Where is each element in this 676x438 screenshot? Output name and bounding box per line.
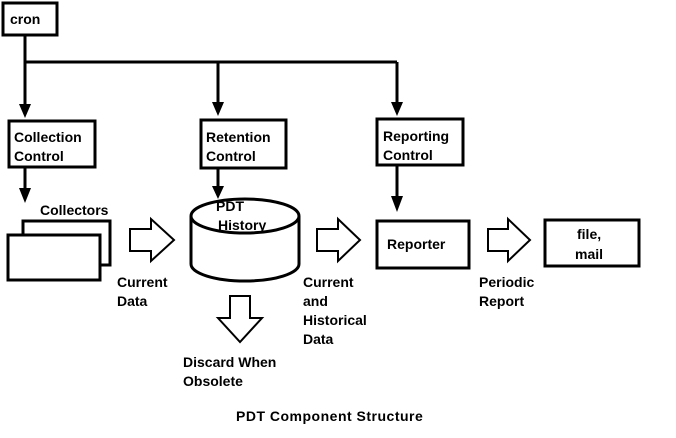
reporter-box bbox=[375, 219, 471, 270]
pdt-history-label-2: History bbox=[218, 217, 266, 233]
reporter-label: Reporter bbox=[387, 236, 446, 252]
discard-arrow-icon bbox=[215, 295, 265, 344]
current-historical-arrow-icon bbox=[316, 216, 362, 264]
to-reporting-arrow-icon bbox=[391, 102, 403, 116]
discard-label-2: Obsolete bbox=[183, 373, 243, 389]
retention-control-label-2: Control bbox=[206, 148, 256, 164]
periodic-report-label-2: Report bbox=[479, 293, 524, 309]
current-data-label-1: Current bbox=[117, 274, 168, 290]
current-historical-label-2: and bbox=[303, 293, 328, 309]
collection-control-label-2: Control bbox=[14, 148, 64, 164]
to-retention-arrow-icon bbox=[212, 102, 224, 116]
collection-control-label-1: Collection bbox=[14, 129, 82, 145]
current-historical-label-3: Historical bbox=[303, 312, 367, 328]
reporting-control-label-2: Control bbox=[383, 147, 433, 163]
collectors-box-front bbox=[6, 233, 102, 282]
current-historical-label-4: Data bbox=[303, 331, 334, 347]
reporting-control-label-1: Reporting bbox=[383, 128, 449, 144]
pdt-history-cylinder-top bbox=[189, 197, 301, 235]
cron-box bbox=[1, 1, 59, 37]
periodic-report-label-1: Periodic bbox=[479, 274, 534, 290]
pdt-history-label-1: PDT bbox=[216, 198, 244, 214]
output-label-2: mail bbox=[575, 246, 603, 262]
current-data-arrow-icon bbox=[129, 216, 176, 264]
cron-label: cron bbox=[10, 11, 40, 27]
collection-control-box bbox=[7, 119, 97, 169]
retention-control-label-1: Retention bbox=[206, 129, 271, 145]
diagram-caption: PDT Component Structure bbox=[236, 408, 423, 424]
output-box bbox=[543, 218, 641, 268]
retention-control-box bbox=[199, 118, 288, 170]
reporting-to-reporter-arrow-icon bbox=[391, 196, 403, 212]
retention-to-history-arrow-icon bbox=[212, 186, 224, 199]
output-label-1: file, bbox=[577, 226, 601, 242]
collectors-label: Collectors bbox=[40, 202, 109, 218]
to-collection-arrow-icon bbox=[19, 104, 31, 118]
discard-label-1: Discard When bbox=[183, 354, 276, 370]
current-data-label-2: Data bbox=[117, 293, 148, 309]
periodic-report-arrow-icon bbox=[487, 216, 532, 264]
collection-to-collectors-arrow-icon bbox=[19, 188, 31, 203]
reporting-control-box bbox=[375, 117, 465, 167]
current-historical-label-1: Current bbox=[303, 274, 354, 290]
